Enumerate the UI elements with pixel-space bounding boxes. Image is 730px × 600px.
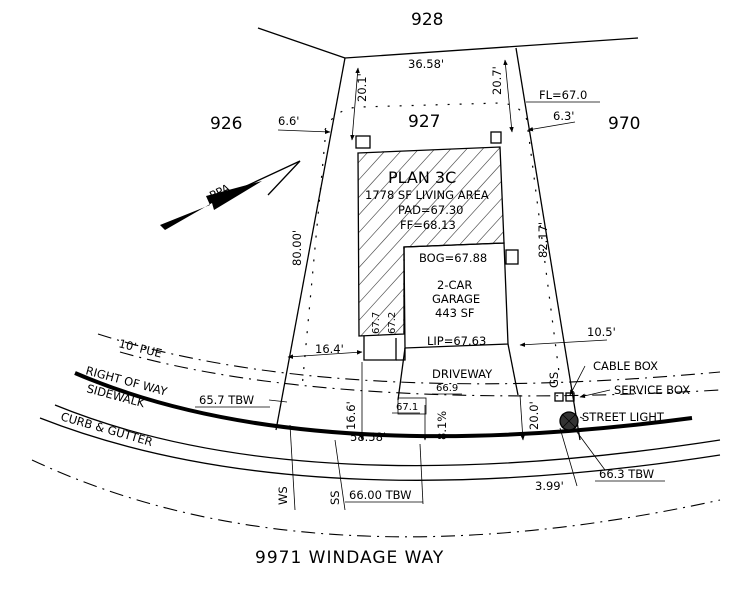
driveway-label: DRIVEWAY [432,367,493,381]
dim-right-side: 6.3' [553,109,574,123]
hatch-line [358,147,453,336]
curb-gutter-label: CURB & GUTTER [59,409,154,449]
hatch-line [524,130,724,350]
hatch-line [636,130,730,350]
hatch-line [716,130,730,350]
service-box-icon [565,392,575,402]
dim-front-width: 58.58' [350,430,386,444]
lot-number-right: 970 [608,114,640,134]
dim-right-front-depth: 20.0' [527,401,541,430]
fl-elevation: FL=67.0 [539,88,587,102]
dim-left-depth: 80.00' [290,230,304,266]
hatch-line [475,147,504,336]
street-name: 9971 WINDAGE WAY [255,548,444,568]
hatch-line [556,130,730,350]
cable-box-label: CABLE BOX [593,359,658,373]
hatch-line [395,147,504,336]
plan-label: PLAN 3C [388,168,456,187]
garage-line-2: GARAGE [432,292,480,306]
hatch-line [358,147,504,336]
hatch-line [588,130,730,350]
step-elevation-2: 67.2 [387,312,398,334]
ff-elevation: FF=68.13 [400,218,456,232]
slope-label: 8.1% [435,411,449,440]
hatch-line [379,147,504,336]
hatch-line [358,147,501,336]
hatch-line [358,147,437,336]
hatch-line [358,147,405,336]
right-of-way-line [119,351,721,397]
tbw-right: 66.3 TBW [599,467,654,481]
elevation-labels: FL=67.0 65.7 TBW 66.9 67.1 66.00 TBW 66.… [195,88,665,503]
lot-number-main: 927 [408,112,440,132]
hatch-line [358,147,469,336]
hatch-line [604,130,730,350]
street-light-icon [559,411,579,431]
lip-elevation: LIP=67.63 [427,334,486,348]
ws-label: WS [276,486,290,505]
hatch-line [652,130,730,350]
setback-lines [301,102,561,389]
service-box-label: SERVICE BOX [614,383,690,397]
pue-label: 10' PUE [117,336,163,360]
ss-label-left: SS [328,490,342,505]
hatch-line [491,147,504,336]
dim-left-side: 6.6' [278,114,299,128]
dimension-labels: 36.58' 20.1' 20.7' 6.6' 6.3' 80.00' 82.1… [278,57,616,493]
lot-number-top: 928 [411,10,443,30]
hatch-line [668,130,730,350]
street-light-label: STREET LIGHT [582,410,665,424]
driveway [397,343,519,415]
dim-light-offset: 3.99' [535,479,564,493]
dimension-lines [268,59,611,511]
cable-box-icon [554,392,564,402]
hatch-line [358,147,504,336]
hatch-line [358,147,373,336]
lot-number-left: 926 [210,114,242,134]
road-curves [31,371,721,538]
driveway-elevation-1: 66.9 [436,383,458,394]
dim-right-front: 10.5' [587,325,616,339]
house-footprint [140,130,730,361]
property-lines [257,27,639,441]
hatch-line [363,147,504,336]
dim-front-setback: 16.4' [315,342,344,356]
driveway-elevation-2: 67.1 [396,402,418,413]
north-arrow-icon: PPA [160,160,301,230]
dim-left-rear: 20.1' [355,73,369,102]
site-labels: 10' PUE RIGHT OF WAY SIDEWALK CURB & GUT… [59,336,690,568]
pad-elevation: PAD=67.30 [398,203,463,217]
living-area-label: 1778 SF LIVING AREA [365,188,489,202]
tbw-bottom: 66.00 TBW [349,488,411,502]
hatch-line [140,130,340,350]
dim-driveway-offset: 16.6' [344,401,358,430]
gs-label: GS [547,372,561,388]
utility-boxes [554,392,579,431]
garage-line-3: 443 SF [435,306,475,320]
dim-right-depth: 82.17' [536,222,550,258]
house-labels: PLAN 3C 1778 SF LIVING AREA PAD=67.30 FF… [365,168,489,348]
hatch-line [572,130,730,350]
dim-right-rear: 20.7' [490,66,504,95]
hatch-line [620,130,730,350]
bog-elevation: BOG=67.88 [419,251,487,265]
hatch-line [358,147,504,336]
hatch-line [540,130,730,350]
hatch-line [358,147,421,336]
hatch-line [684,130,730,350]
hatch-line [700,130,730,350]
dim-top-width: 36.58' [408,57,444,71]
tbw-left: 65.7 TBW [199,393,254,407]
garage-line-1: 2-CAR [437,278,472,292]
hatch-line [358,147,485,336]
step-elevation-1: 67.7 [371,312,382,334]
